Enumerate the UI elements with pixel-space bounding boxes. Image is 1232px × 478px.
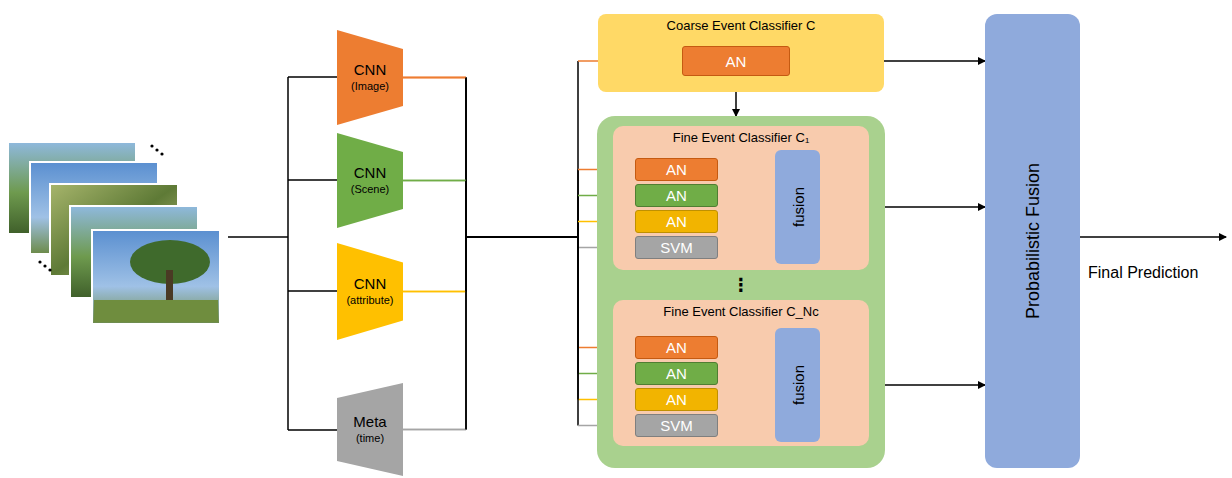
- connector-line: [466, 181, 578, 238]
- output-arrow: [1080, 236, 1226, 238]
- node-text: (Scene): [351, 183, 390, 197]
- fusion-bar: Probabilistic Fusion: [985, 14, 1080, 468]
- connector-line: [466, 181, 578, 374]
- connector-line: [402, 77, 466, 79]
- dot: [155, 148, 158, 151]
- trapezoid-fill: [337, 30, 403, 125]
- wire: [288, 290, 338, 292]
- wire: [228, 236, 288, 238]
- node-text: CNN: [354, 61, 387, 80]
- meta-trapezoid: Meta(time): [337, 383, 403, 476]
- dot: [160, 152, 163, 155]
- node-text: Meta: [353, 413, 386, 432]
- dot: [150, 144, 153, 147]
- an-box: AN: [635, 388, 718, 411]
- fine-region: ⋮ Fine Event Classifier C₁ AN AN AN SVM fusion…: [597, 116, 885, 468]
- cnn-trapezoid: CNN(Image): [337, 30, 403, 125]
- dot: [48, 268, 51, 271]
- trapezoid-fill: [337, 243, 403, 340]
- node-text: SVM: [660, 418, 693, 433]
- node-text: Probabilistic Fusion: [1024, 163, 1042, 319]
- fusion-box: fusion: [775, 150, 820, 264]
- output-label: Final Prediction: [1088, 264, 1198, 282]
- node-text: (time): [356, 432, 384, 446]
- connector-line: [402, 291, 466, 293]
- fusion-box: fusion: [775, 328, 820, 442]
- photo: [92, 230, 220, 324]
- node-text: AN: [666, 366, 687, 381]
- an-box: AN: [682, 46, 790, 76]
- connector-line: [402, 77, 466, 79]
- connector-line: [466, 222, 578, 292]
- connector-line: [402, 429, 466, 431]
- node-text: AN: [666, 188, 687, 203]
- node-text: SVM: [660, 240, 693, 255]
- svm-box: SVM: [635, 236, 718, 259]
- node-text: AN: [666, 392, 687, 407]
- node-text: CNN: [354, 164, 387, 183]
- an-box: AN: [635, 362, 718, 385]
- node-text: ⋮: [597, 276, 885, 294]
- wire: [288, 76, 338, 78]
- connector-line: [466, 237, 578, 430]
- an-box: AN: [635, 158, 718, 181]
- dot: [43, 264, 46, 267]
- image-stack: [8, 142, 220, 324]
- node-text: AN: [666, 214, 687, 229]
- classifier-panel: Fine Event Classifier C₁ AN AN AN SVM fusion: [613, 126, 869, 270]
- dot: [38, 260, 41, 263]
- node-text: Fine Event Classifier C₁: [613, 126, 869, 146]
- cnn-trapezoid: CNN(Scene): [337, 133, 403, 228]
- node-text: Coarse Event Classifier C: [598, 14, 884, 34]
- classifier-band: Coarse Event Classifier C AN: [598, 14, 884, 92]
- an-box: AN: [635, 336, 718, 359]
- wire: [287, 77, 289, 430]
- svm-box: SVM: [635, 414, 718, 437]
- connector-line: [402, 429, 466, 431]
- ground: [94, 300, 218, 322]
- connector-line: [466, 237, 578, 400]
- an-box: AN: [635, 184, 718, 207]
- wire: [288, 179, 338, 181]
- connector-line: [402, 291, 466, 293]
- connector-line: [402, 180, 466, 182]
- cnn-trapezoid: CNN(attribute): [337, 243, 403, 340]
- connector-line: [402, 180, 466, 182]
- node-text: CNN: [354, 275, 387, 294]
- node-text: AN: [666, 162, 687, 177]
- node-text: Fine Event Classifier C_Nc: [613, 300, 869, 320]
- node-text: (Image): [351, 80, 389, 94]
- connector-line: [402, 77, 466, 79]
- node-text: fusion: [790, 365, 805, 405]
- node-text: AN: [666, 340, 687, 355]
- an-box: AN: [635, 210, 718, 233]
- node-text: AN: [726, 54, 747, 69]
- trapezoid-fill: [337, 383, 403, 476]
- node-text: (attribute): [346, 294, 393, 308]
- connector-line: [466, 61, 578, 237]
- trapezoid-fill: [337, 133, 403, 228]
- wire: [288, 429, 338, 431]
- classifier-panel: Fine Event Classifier C_NcAN AN AN SVM fusio…: [613, 300, 869, 446]
- connector-line: [466, 78, 578, 238]
- node-text: fusion: [790, 187, 805, 227]
- connector-line: [466, 237, 578, 430]
- connector-line: [466, 78, 578, 348]
